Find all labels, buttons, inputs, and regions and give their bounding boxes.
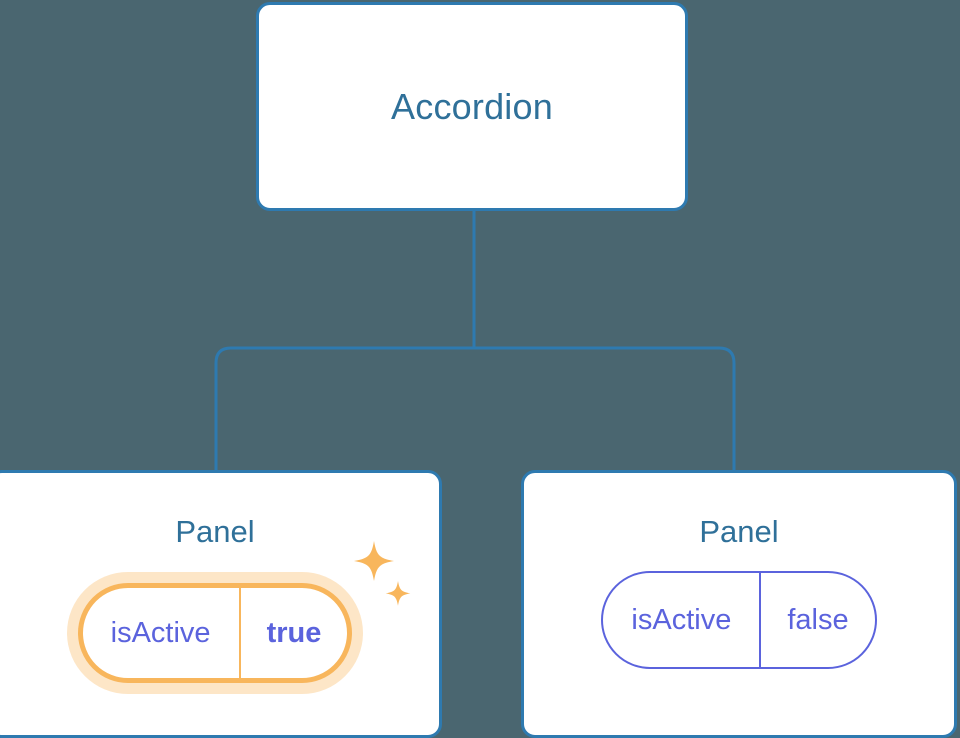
prop-key-left: isActive	[110, 616, 211, 649]
prop-pill-is-active-false[interactable]: isActive false	[601, 571, 877, 669]
node-accordion-label: Accordion	[391, 85, 553, 127]
node-panel-right-label: Panel	[699, 514, 779, 549]
prop-pill-right-wrapper: isActive false	[601, 571, 877, 669]
prop-pill-left-wrapper: isActive true	[66, 541, 411, 695]
sparkles-icon	[354, 541, 411, 606]
connector-branch	[214, 346, 736, 472]
prop-pill-is-active-true[interactable]: isActive true	[77, 583, 353, 683]
node-panel-right[interactable]: Panel isActive false	[521, 470, 957, 738]
panel-left-content: Panel isActive true	[0, 473, 439, 735]
panel-right-content: Panel isActive false	[524, 473, 954, 735]
node-accordion[interactable]: Accordion	[256, 2, 688, 211]
sparkle-large-icon	[354, 541, 395, 581]
prop-value-left: true	[238, 588, 348, 678]
prop-key-right: isActive	[631, 603, 732, 636]
node-panel-left-label: Panel	[175, 514, 255, 549]
node-panel-left[interactable]: Panel isActive true	[0, 470, 442, 738]
sparkle-small-icon	[385, 581, 411, 606]
prop-value-right: false	[759, 573, 874, 667]
